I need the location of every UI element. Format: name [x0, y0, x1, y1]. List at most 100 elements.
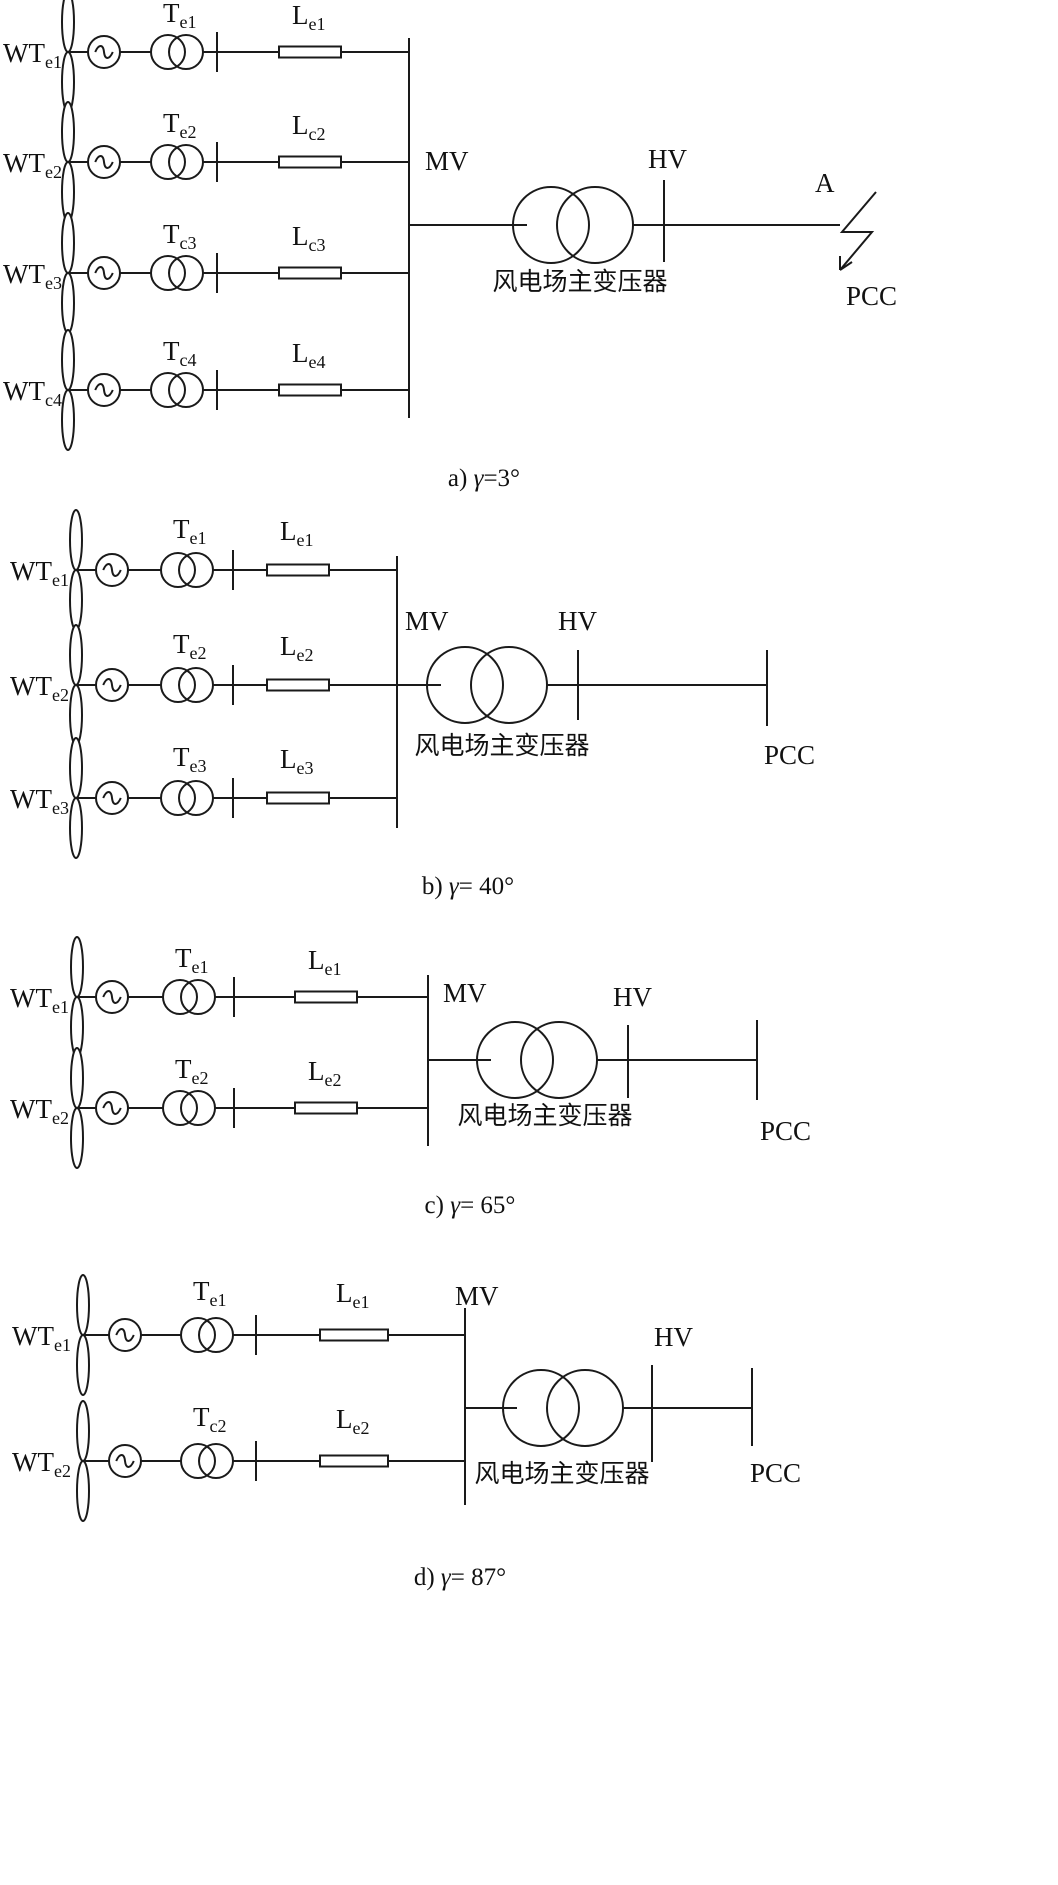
panel-caption: c) γ= 65°	[425, 1192, 516, 1219]
transformer-winding-left	[150, 255, 186, 291]
unit-transformer-icon	[180, 1443, 234, 1479]
panel-caption: a) γ=3°	[448, 465, 520, 492]
transformer-winding-right	[470, 646, 548, 724]
turbine-label: WTe3	[3, 259, 62, 293]
wind-turbine-icon	[69, 509, 83, 631]
main-transformer-label: 风电场主变压器	[414, 731, 589, 760]
hv-label: HV	[654, 1322, 693, 1352]
sine-wave-icon	[102, 791, 122, 805]
line-impedance-symbol	[278, 383, 342, 397]
transformer-winding-right	[178, 667, 214, 703]
turbine-blade-lower	[61, 389, 75, 451]
collector-line-label: Le2	[336, 1404, 370, 1438]
sine-wave-icon	[94, 383, 114, 397]
turbine-label: WTe1	[10, 983, 69, 1017]
transformer-winding-right	[556, 186, 634, 264]
transformer-winding-left	[180, 1443, 216, 1479]
unit-transformer-icon	[150, 144, 204, 180]
fault-arrow-icon	[839, 191, 877, 271]
collector-line-label: Le1	[280, 516, 314, 550]
generator-symbol	[95, 668, 129, 702]
transformer-winding-left	[150, 372, 186, 408]
unit-transformer-label: Te2	[173, 629, 207, 663]
unit-transformer-icon	[162, 1090, 216, 1126]
turbine-label: WTe1	[10, 556, 69, 590]
turbine-label: WTe1	[12, 1321, 71, 1355]
turbine-blade-lower	[69, 569, 83, 631]
line-impedance-symbol	[319, 1328, 389, 1342]
transformer-winding-left	[160, 552, 196, 588]
turbine-blade-upper	[61, 212, 75, 274]
line-impedance-symbol	[266, 678, 330, 692]
transformer-winding-right	[180, 1090, 216, 1126]
unit-transformer-label: Te1	[173, 514, 207, 548]
unit-transformer-label: Te1	[175, 943, 209, 977]
wind-turbine-icon	[61, 329, 75, 451]
generator-symbol	[87, 35, 121, 69]
turbine-blade-upper	[61, 101, 75, 163]
turbine-blade-upper	[76, 1274, 90, 1336]
mv-label: MV	[425, 146, 469, 176]
turbine-label: WTc4	[3, 376, 62, 410]
unit-transformer-icon	[160, 780, 214, 816]
feeder-branch: WTe1 Te1 Le1	[12, 1274, 465, 1396]
wind-turbine-icon	[69, 624, 83, 746]
turbine-blade-upper	[69, 737, 83, 799]
unit-transformer-label: Te1	[163, 0, 197, 32]
unit-transformer-label: Te2	[163, 108, 197, 142]
sine-wave-icon	[102, 1101, 122, 1115]
turbine-blade-lower	[76, 1460, 90, 1522]
collector-line-label: Le2	[280, 631, 314, 665]
fault-zigzag	[839, 191, 877, 271]
wind-turbine-icon	[76, 1400, 90, 1522]
line-impedance-symbol	[294, 990, 358, 1004]
unit-transformer-icon	[180, 1317, 234, 1353]
collector-line-label: Le1	[292, 0, 326, 34]
generator-symbol	[95, 1091, 129, 1125]
generator-symbol	[108, 1318, 142, 1352]
unit-transformer-label: Tc3	[163, 219, 197, 253]
turbine-label: WTe1	[3, 38, 62, 72]
wind-turbine-icon	[61, 0, 75, 113]
feeder-branch: WTe1 Te1 Le1	[3, 0, 409, 113]
hv-label: HV	[613, 982, 652, 1012]
panel-caption: b) γ= 40°	[422, 873, 514, 900]
generator-symbol	[87, 256, 121, 290]
feeder-branch: WTe1 Te1 Le1	[10, 509, 397, 631]
unit-transformer-label: Tc2	[193, 1402, 227, 1436]
main-transformer-label: 风电场主变压器	[474, 1459, 649, 1488]
sine-wave-icon	[94, 266, 114, 280]
main-transformer-icon	[502, 1369, 624, 1447]
collector-line-label: Le1	[308, 945, 342, 979]
line-impedance-symbol	[278, 266, 342, 280]
unit-transformer-label: Te1	[193, 1276, 227, 1310]
transformer-winding-left	[180, 1317, 216, 1353]
transformer-winding-left	[160, 667, 196, 703]
sine-wave-icon	[94, 155, 114, 169]
wind-turbine-icon	[76, 1274, 90, 1396]
main-transformer-icon	[476, 1021, 598, 1099]
feeder-branch: WTe1 Te1 Le1	[10, 936, 428, 1058]
transformer-winding-left	[426, 646, 504, 724]
generator-symbol	[87, 145, 121, 179]
transformer-winding-left	[476, 1021, 554, 1099]
unit-transformer-icon	[160, 667, 214, 703]
panel-caption: d) γ= 87°	[414, 1564, 506, 1591]
collector-line-label: Le4	[292, 338, 326, 372]
fault-label: A	[815, 168, 835, 198]
transformer-winding-right	[198, 1443, 234, 1479]
transformer-winding-right	[546, 1369, 624, 1447]
hv-label: HV	[558, 606, 597, 636]
sine-wave-icon	[115, 1328, 135, 1342]
generator-symbol	[108, 1444, 142, 1478]
collector-line-label: Le1	[336, 1278, 370, 1312]
turbine-blade-lower	[69, 797, 83, 859]
generator-symbol	[87, 373, 121, 407]
